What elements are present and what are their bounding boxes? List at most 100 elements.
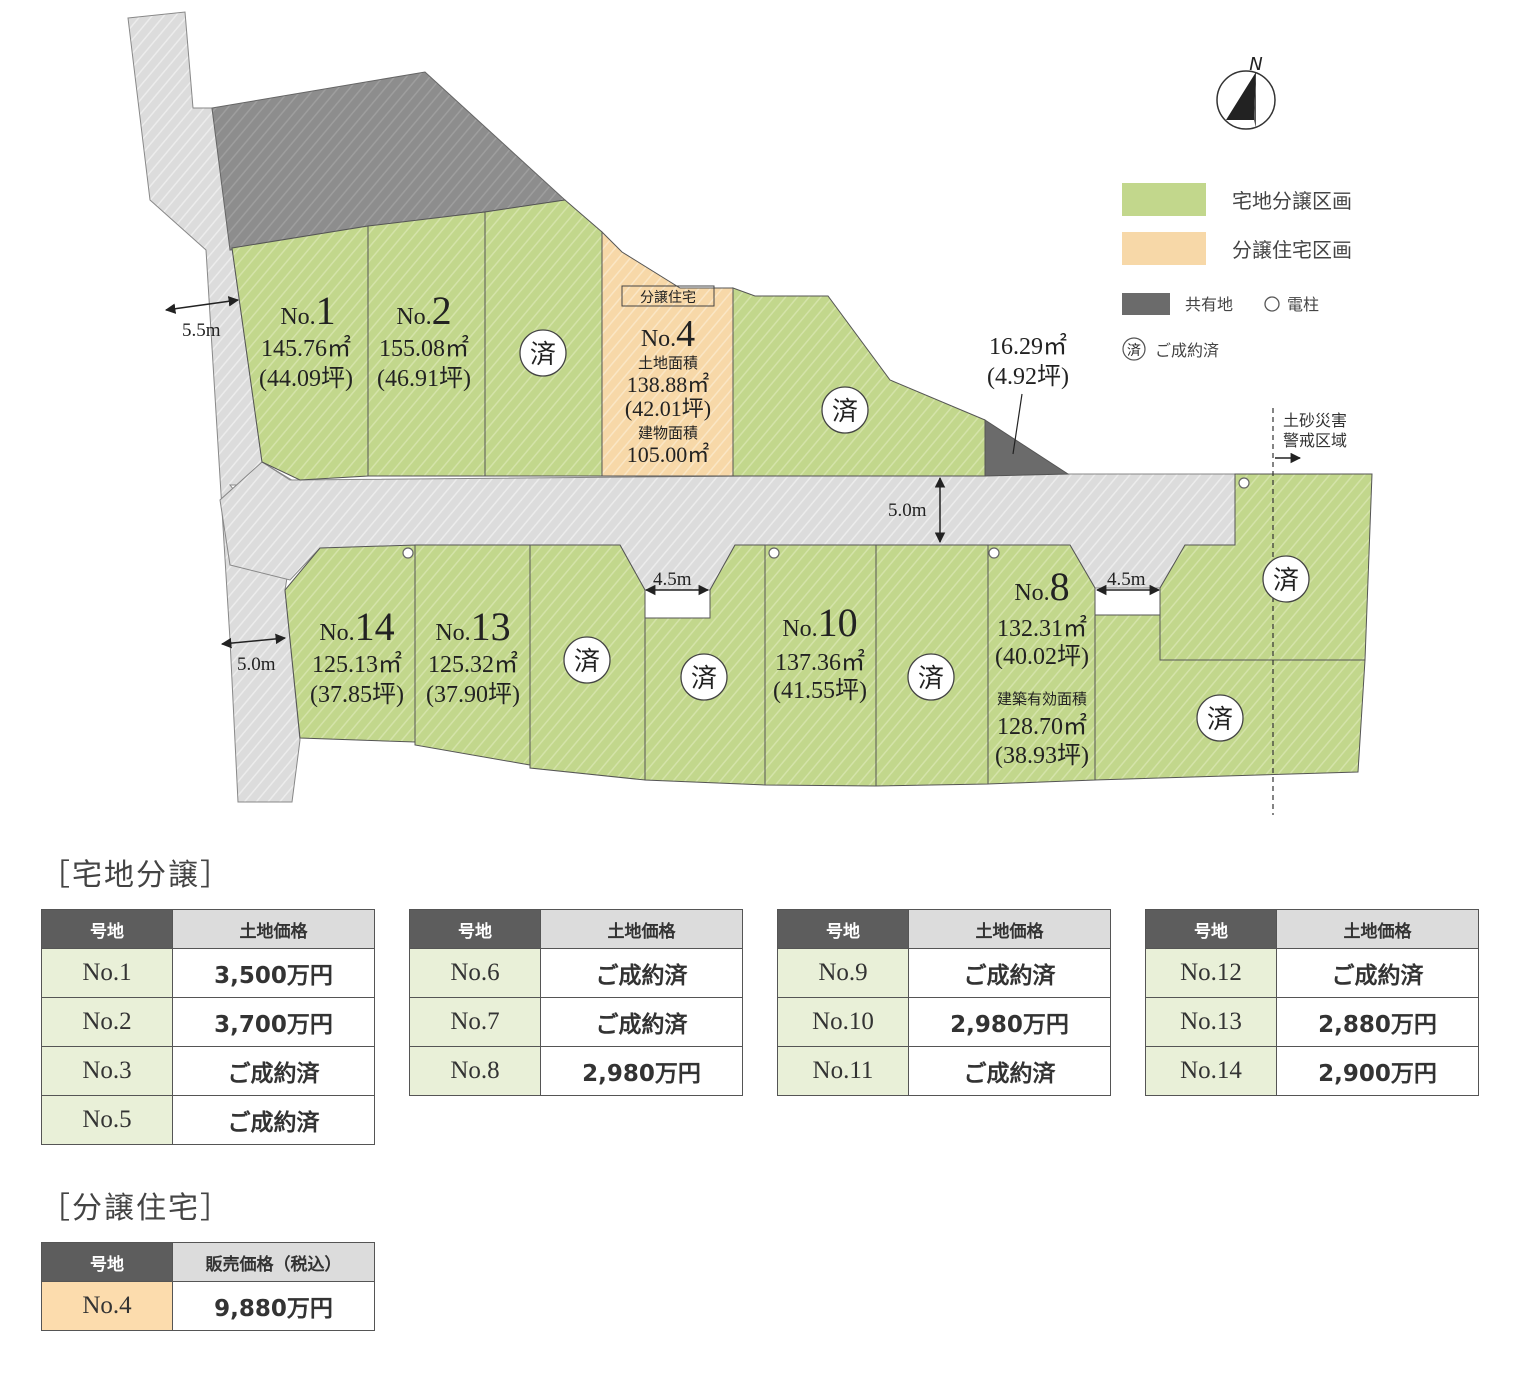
- lot-no: No.5: [41, 1095, 173, 1145]
- notch-width-label: 4.5m: [1107, 569, 1146, 590]
- col-price-header: 土地価格: [908, 909, 1111, 949]
- lot-2-area: 155.08㎡: [379, 335, 469, 362]
- lot-price: ご成約済: [172, 1095, 375, 1145]
- common-land-shape: [984, 419, 1070, 477]
- lot-price: 9,880万円: [172, 1281, 375, 1331]
- common-land-leader: [1012, 393, 1023, 455]
- legend-residential-label: 宅地分譲区画: [1232, 189, 1352, 213]
- lot-1-shape: [231, 225, 369, 481]
- lot-8-effective-area: 128.70㎡: [997, 713, 1087, 740]
- common-land-tsubo: (4.92坪): [987, 363, 1069, 390]
- hazard-label-1: 土砂災害: [1283, 411, 1347, 430]
- lot-10-number: No.10: [782, 600, 857, 645]
- legend: 宅地分譲区画 分譲住宅区画 共有地 電柱 済 ご成約済: [1122, 183, 1352, 361]
- lot-13-number: No.13: [435, 604, 510, 649]
- lot-4-number: No.4: [641, 313, 695, 355]
- lot-2-number: No.2: [396, 288, 451, 333]
- lot-price: ご成約済: [172, 1046, 375, 1096]
- lot-4-tag-box: [621, 285, 715, 307]
- notch-width-label: 4.5m: [653, 569, 692, 590]
- lot-price: 3,700万円: [172, 997, 375, 1047]
- lot-price: 2,980万円: [908, 997, 1111, 1047]
- col-lot-header: 号地: [41, 909, 173, 949]
- lot-4-tag: 分譲住宅: [640, 290, 696, 306]
- lot-13-area: 125.32㎡: [428, 651, 518, 678]
- svg-text:済: 済: [1127, 343, 1141, 359]
- svg-text:済: 済: [1207, 705, 1233, 735]
- col-price-header: 土地価格: [1276, 909, 1479, 949]
- col-price-header: 土地価格: [540, 909, 743, 949]
- lot-no: No.4: [41, 1281, 173, 1331]
- col-lot-header: 号地: [409, 909, 541, 949]
- top-lots: [231, 199, 1070, 481]
- sold-marks: 済 済 済 済 済 済 済: [519, 329, 1310, 742]
- col-sale-price-header: 販売価格（税込）: [172, 1242, 375, 1282]
- col-price-header: 土地価格: [172, 909, 375, 949]
- residential-section-title: ［宅地分譲］: [40, 858, 232, 893]
- legend-pole-icon: [1264, 296, 1280, 312]
- lot-8-effective-tsubo: (38.93坪): [995, 742, 1089, 769]
- lot-no: No.3: [41, 1046, 173, 1096]
- lot-no: No.13: [1145, 997, 1277, 1047]
- lot-price: ご成約済: [908, 948, 1111, 998]
- road-width-label: 5.0m: [888, 500, 927, 521]
- lot-8-number: No.8: [1014, 564, 1069, 609]
- common-land-area: 16.29㎡: [989, 333, 1067, 360]
- house-section-title: ［分譲住宅］: [40, 1191, 232, 1226]
- lot-price: 3,500万円: [172, 948, 375, 998]
- lot-14-shape: [284, 544, 416, 743]
- lot-no: No.12: [1145, 948, 1277, 998]
- svg-text:済: 済: [530, 340, 556, 370]
- lot-price: 2,900万円: [1276, 1046, 1479, 1096]
- col-lot-header: 号地: [777, 909, 909, 949]
- legend-sold-icon: [1122, 337, 1146, 361]
- lot-price: ご成約済: [540, 948, 743, 998]
- lot-14-tsubo: (37.85坪): [310, 681, 404, 708]
- north-compass-icon: N: [1216, 54, 1276, 130]
- svg-text:済: 済: [574, 647, 600, 677]
- lot-price: ご成約済: [1276, 948, 1479, 998]
- lot-4-area: 138.88㎡: [627, 372, 710, 397]
- lot-4-tsubo: (42.01坪): [625, 396, 711, 421]
- lot-no: No.6: [409, 948, 541, 998]
- lot-no: No.14: [1145, 1046, 1277, 1096]
- dimension-arrows: [164, 296, 1161, 649]
- site-map: 土砂災害 警戒区域 5.5m 5.0m 4.5m 4.5m 5.0m No.1 …: [127, 11, 1373, 815]
- sold-mark-lot-6: 済: [1262, 555, 1310, 603]
- legend-house-label: 分譲住宅区画: [1232, 238, 1352, 262]
- lot-2-tsubo: (46.91坪): [377, 365, 471, 392]
- road-width-label: 5.5m: [182, 320, 221, 341]
- lot-8-tsubo: (40.02坪): [995, 643, 1089, 670]
- utility-pole-icon: [402, 547, 414, 559]
- svg-text:済: 済: [1273, 566, 1299, 596]
- lot-4-building-label: 建物面積: [638, 424, 698, 442]
- lot-price: 2,980万円: [540, 1046, 743, 1096]
- legend-house-swatch: [1122, 232, 1206, 265]
- lot-no: No.11: [777, 1046, 909, 1096]
- sold-mark-lot-11: 済: [680, 653, 728, 701]
- utility-poles: [402, 477, 1250, 559]
- sold-mark-lot-3: 済: [519, 329, 567, 377]
- sold-mark-lot-9: 済: [907, 653, 955, 701]
- lot-4-land-label: 土地面積: [638, 354, 698, 372]
- legend-common-label: 共有地: [1185, 295, 1233, 314]
- sold-mark-lot-5: 済: [821, 386, 869, 434]
- svg-text:済: 済: [691, 664, 717, 694]
- legend-residential-swatch: [1122, 183, 1206, 216]
